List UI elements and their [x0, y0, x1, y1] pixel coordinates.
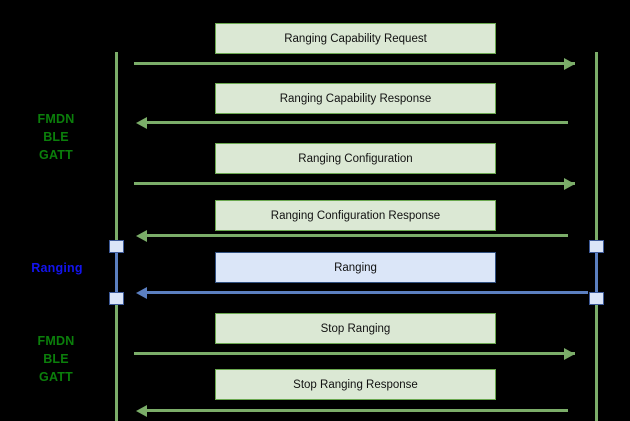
- ranging-activation-end-right: [589, 292, 604, 305]
- message-box-ranging-configuration: Ranging Configuration: [215, 143, 496, 174]
- message-arrowhead-ranging-capability-request: [564, 57, 575, 70]
- message-arrowhead-stop-ranging-response: [136, 404, 147, 417]
- message-arrowhead-ranging: [136, 286, 147, 299]
- ranging-activation-line-left: [115, 246, 118, 299]
- ranging-activation-start-left: [109, 240, 124, 253]
- message-box-ranging: Ranging: [215, 252, 496, 283]
- message-arrow-stop-ranging: [134, 352, 575, 355]
- message-box-ranging-capability-request: Ranging Capability Request: [215, 23, 496, 54]
- message-box-ranging-configuration-response: Ranging Configuration Response: [215, 200, 496, 231]
- message-arrowhead-ranging-configuration: [564, 177, 575, 190]
- message-box-stop-ranging: Stop Ranging: [215, 313, 496, 344]
- ranging-activation-line-right: [595, 246, 598, 299]
- message-box-ranging-capability-response: Ranging Capability Response: [215, 83, 496, 114]
- ranging-activation-start-right: [589, 240, 604, 253]
- message-arrow-ranging-configuration: [134, 182, 575, 185]
- lifeline-left: [115, 52, 118, 421]
- message-arrow-ranging-capability-response: [147, 121, 568, 124]
- side-label-fmdn-ble-gatt-bottom: FMDN BLE GATT: [37, 334, 75, 384]
- side-label-ranging: Ranging: [31, 261, 83, 275]
- message-box-stop-ranging-response: Stop Ranging Response: [215, 369, 496, 400]
- side-label-fmdn-ble-gatt-top: FMDN BLE GATT: [37, 112, 75, 162]
- ranging-activation-end-left: [109, 292, 124, 305]
- message-arrow-stop-ranging-response: [147, 409, 568, 412]
- message-arrow-ranging: [147, 291, 588, 294]
- lifeline-right: [595, 52, 598, 421]
- message-arrowhead-ranging-configuration-response: [136, 229, 147, 242]
- message-arrowhead-stop-ranging: [564, 347, 575, 360]
- message-arrow-ranging-configuration-response: [147, 234, 568, 237]
- message-arrowhead-ranging-capability-response: [136, 116, 147, 129]
- message-arrow-ranging-capability-request: [134, 62, 575, 65]
